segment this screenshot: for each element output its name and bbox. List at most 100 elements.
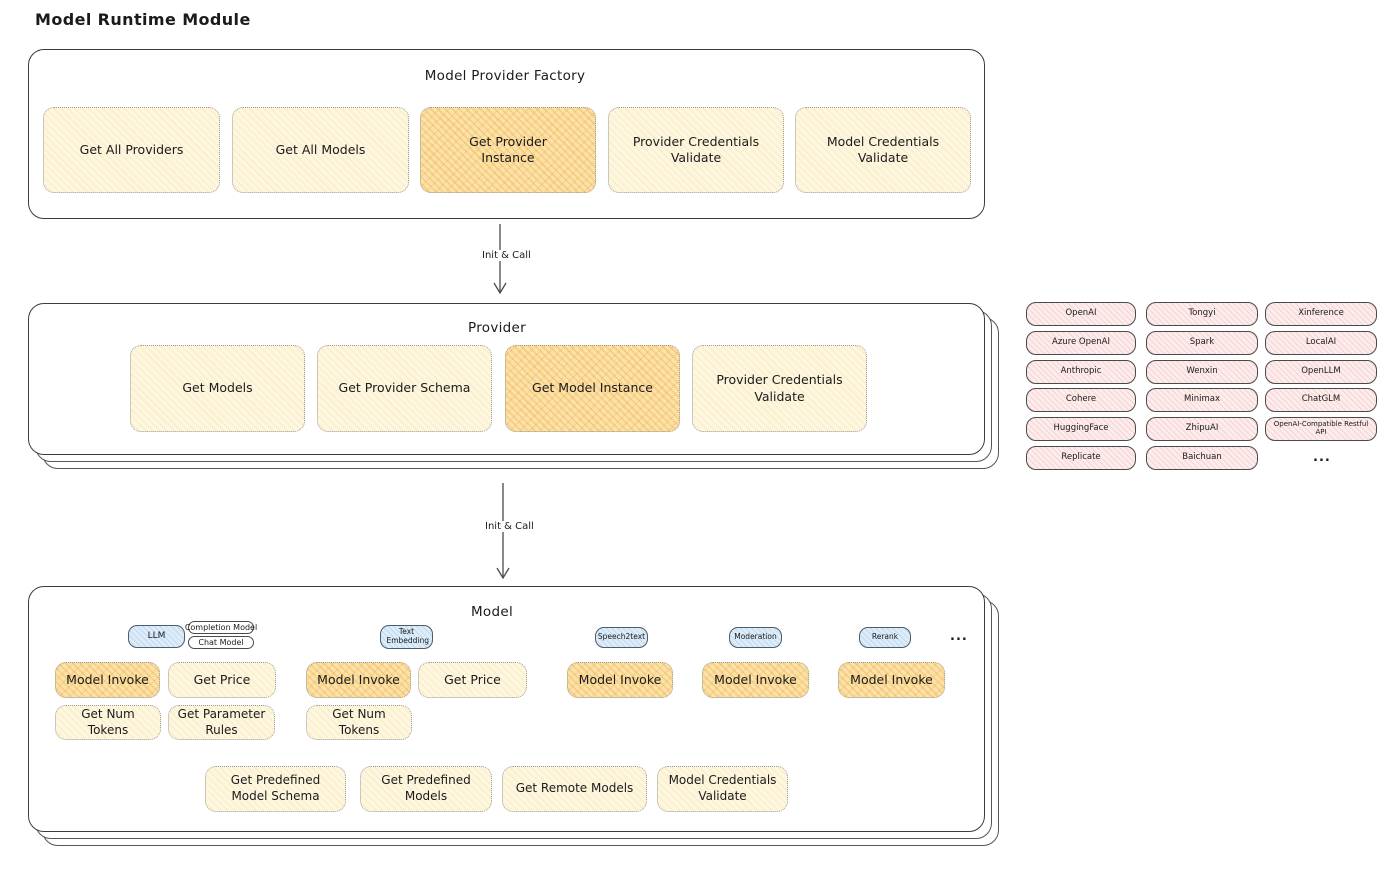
provider-chip-chatglm-label: ChatGLM	[1301, 394, 1341, 405]
factory-provider-credentials-validate-label: Provider Credentials Validate	[632, 133, 760, 165]
provider-get-provider-schema-label: Get Provider Schema	[338, 380, 471, 396]
provider-chip-tongyi-label: Tongyi	[1188, 308, 1216, 319]
model-get-predefined-model-schema: Get Predefined Model Schema	[205, 766, 346, 812]
provider-chip-xinference-label: Xinference	[1298, 308, 1344, 319]
provider-provider-credentials-validate-label: Provider Credentials Validate	[716, 372, 843, 404]
provider-chip-openai: OpenAI	[1026, 302, 1136, 326]
model-get-remote-models-label: Get Remote Models	[515, 781, 634, 796]
embedding-get-price-label: Get Price	[444, 671, 501, 687]
provider-chip-replicate-label: Replicate	[1061, 452, 1101, 463]
rerank-model-invoke-label: Model Invoke	[850, 671, 933, 687]
tab-rerank: Rerank	[859, 627, 911, 648]
tab-text-embedding-label: Text Embedding	[386, 627, 430, 645]
llm-get-price-label: Get Price	[193, 671, 251, 687]
moderation-model-invoke-label: Model Invoke	[714, 671, 797, 687]
model-model-credentials-validate-label: Model Credentials Validate	[668, 773, 777, 803]
provider-chip-zhipuai: ZhipuAI	[1146, 417, 1258, 441]
tab-chat-model-label: Chat Model	[198, 637, 244, 647]
factory-model-credentials-validate: Model Credentials Validate	[795, 107, 971, 193]
provider-chip-spark-label: Spark	[1189, 337, 1215, 348]
embedding-model-invoke: Model Invoke	[306, 662, 411, 698]
arrow1-label: Init & Call	[477, 250, 536, 261]
provider-chip-cohere: Cohere	[1026, 388, 1136, 412]
provider-chip-anthropic: Anthropic	[1026, 360, 1136, 384]
factory-model-credentials-validate-label: Model Credentials Validate	[826, 133, 940, 165]
provider-chip-baichuan: Baichuan	[1146, 446, 1258, 470]
model-get-predefined-models: Get Predefined Models	[360, 766, 492, 812]
model-get-predefined-models-label: Get Predefined Models	[381, 773, 471, 803]
factory-get-all-models: Get All Models	[232, 107, 409, 193]
diagram-title: Model Runtime Module	[35, 10, 251, 29]
llm-get-price: Get Price	[168, 662, 276, 698]
tab-completion-model: Completion Model	[184, 621, 258, 634]
provider-chip-localai-label: LocalAI	[1305, 337, 1337, 348]
provider-chip-huggingface-label: HuggingFace	[1053, 423, 1109, 434]
tab-speech2text-label: Speech2text	[597, 632, 646, 642]
provider-chip-minimax: Minimax	[1146, 388, 1258, 412]
embedding-model-invoke-label: Model Invoke	[317, 671, 400, 687]
provider-get-models-label: Get Models	[182, 380, 253, 396]
provider-chip-openai-compatible-restful-api-label: OpenAI-Compatible Restful API	[1273, 420, 1369, 436]
moderation-model-invoke: Model Invoke	[702, 662, 809, 698]
provider-chip-localai: LocalAI	[1265, 331, 1377, 355]
tab-completion-model-label: Completion Model	[184, 622, 258, 632]
factory-get-all-models-label: Get All Models	[275, 141, 366, 157]
provider-chip-baichuan-label: Baichuan	[1182, 452, 1222, 463]
provider-chip-wenxin: Wenxin	[1146, 360, 1258, 384]
provider-chip-zhipuai-label: ZhipuAI	[1185, 423, 1219, 434]
provider-chip-chatglm: ChatGLM	[1265, 388, 1377, 412]
tab-chat-model: Chat Model	[188, 636, 254, 649]
tab-llm: LLM	[128, 625, 185, 648]
llm-get-parameter-rules: Get Parameter Rules	[168, 705, 275, 740]
provider-chip-openllm-label: OpenLLM	[1301, 366, 1341, 377]
provider-get-provider-schema: Get Provider Schema	[317, 345, 492, 432]
factory-get-all-providers-label: Get All Providers	[79, 141, 184, 157]
provider-chip-replicate: Replicate	[1026, 446, 1136, 470]
factory-title: Model Provider Factory	[424, 68, 586, 84]
provider-get-model-instance: Get Model Instance	[505, 345, 680, 432]
providers-grid-ellipsis: ...	[1313, 450, 1331, 465]
provider-get-model-instance-label: Get Model Instance	[532, 380, 653, 396]
provider-chip-anthropic-label: Anthropic	[1060, 366, 1102, 377]
tab-llm-label: LLM	[147, 631, 166, 642]
provider-chip-xinference: Xinference	[1265, 302, 1377, 326]
embedding-get-price: Get Price	[418, 662, 527, 698]
model-tabs-ellipsis: ...	[950, 629, 968, 644]
llm-get-num-tokens: Get Num Tokens	[55, 705, 161, 740]
factory-get-provider-instance-label: Get Provider Instance	[469, 133, 547, 165]
tab-rerank-label: Rerank	[871, 632, 899, 642]
model-get-predefined-model-schema-label: Get Predefined Model Schema	[230, 773, 321, 803]
provider-chip-tongyi: Tongyi	[1146, 302, 1258, 326]
llm-get-num-tokens-label: Get Num Tokens	[81, 706, 135, 737]
provider-chip-minimax-label: Minimax	[1184, 394, 1220, 405]
provider-chip-azure-openai: Azure OpenAI	[1026, 331, 1136, 355]
tab-moderation: Moderation	[729, 627, 782, 648]
provider-chip-openai-compatible-restful-api: OpenAI-Compatible Restful API	[1265, 417, 1377, 441]
model-title: Model	[470, 604, 514, 620]
tab-moderation-label: Moderation	[734, 632, 777, 642]
provider-chip-spark: Spark	[1146, 331, 1258, 355]
provider-provider-credentials-validate: Provider Credentials Validate	[692, 345, 867, 432]
provider-chip-openllm: OpenLLM	[1265, 360, 1377, 384]
llm-model-invoke-label: Model Invoke	[66, 671, 149, 687]
model-get-remote-models: Get Remote Models	[502, 766, 647, 812]
factory-provider-credentials-validate: Provider Credentials Validate	[608, 107, 784, 193]
embedding-get-num-tokens: Get Num Tokens	[306, 705, 412, 740]
provider-chip-openai-label: OpenAI	[1065, 308, 1097, 319]
tab-text-embedding: Text Embedding	[380, 625, 433, 649]
speech2text-model-invoke-label: Model Invoke	[578, 671, 662, 687]
embedding-get-num-tokens-label: Get Num Tokens	[332, 706, 386, 737]
provider-get-models: Get Models	[130, 345, 305, 432]
provider-chip-huggingface: HuggingFace	[1026, 417, 1136, 441]
llm-get-parameter-rules-label: Get Parameter Rules	[177, 706, 266, 737]
arrow-down-icon	[496, 483, 510, 580]
provider-chip-cohere-label: Cohere	[1065, 394, 1097, 405]
arrow2-label: Init & Call	[480, 521, 539, 532]
speech2text-model-invoke: Model Invoke	[567, 662, 673, 698]
model-model-credentials-validate: Model Credentials Validate	[657, 766, 788, 812]
factory-get-all-providers: Get All Providers	[43, 107, 220, 193]
provider-title: Provider	[468, 320, 526, 336]
provider-chip-wenxin-label: Wenxin	[1186, 366, 1218, 377]
provider-chip-azure-openai-label: Azure OpenAI	[1052, 337, 1110, 348]
